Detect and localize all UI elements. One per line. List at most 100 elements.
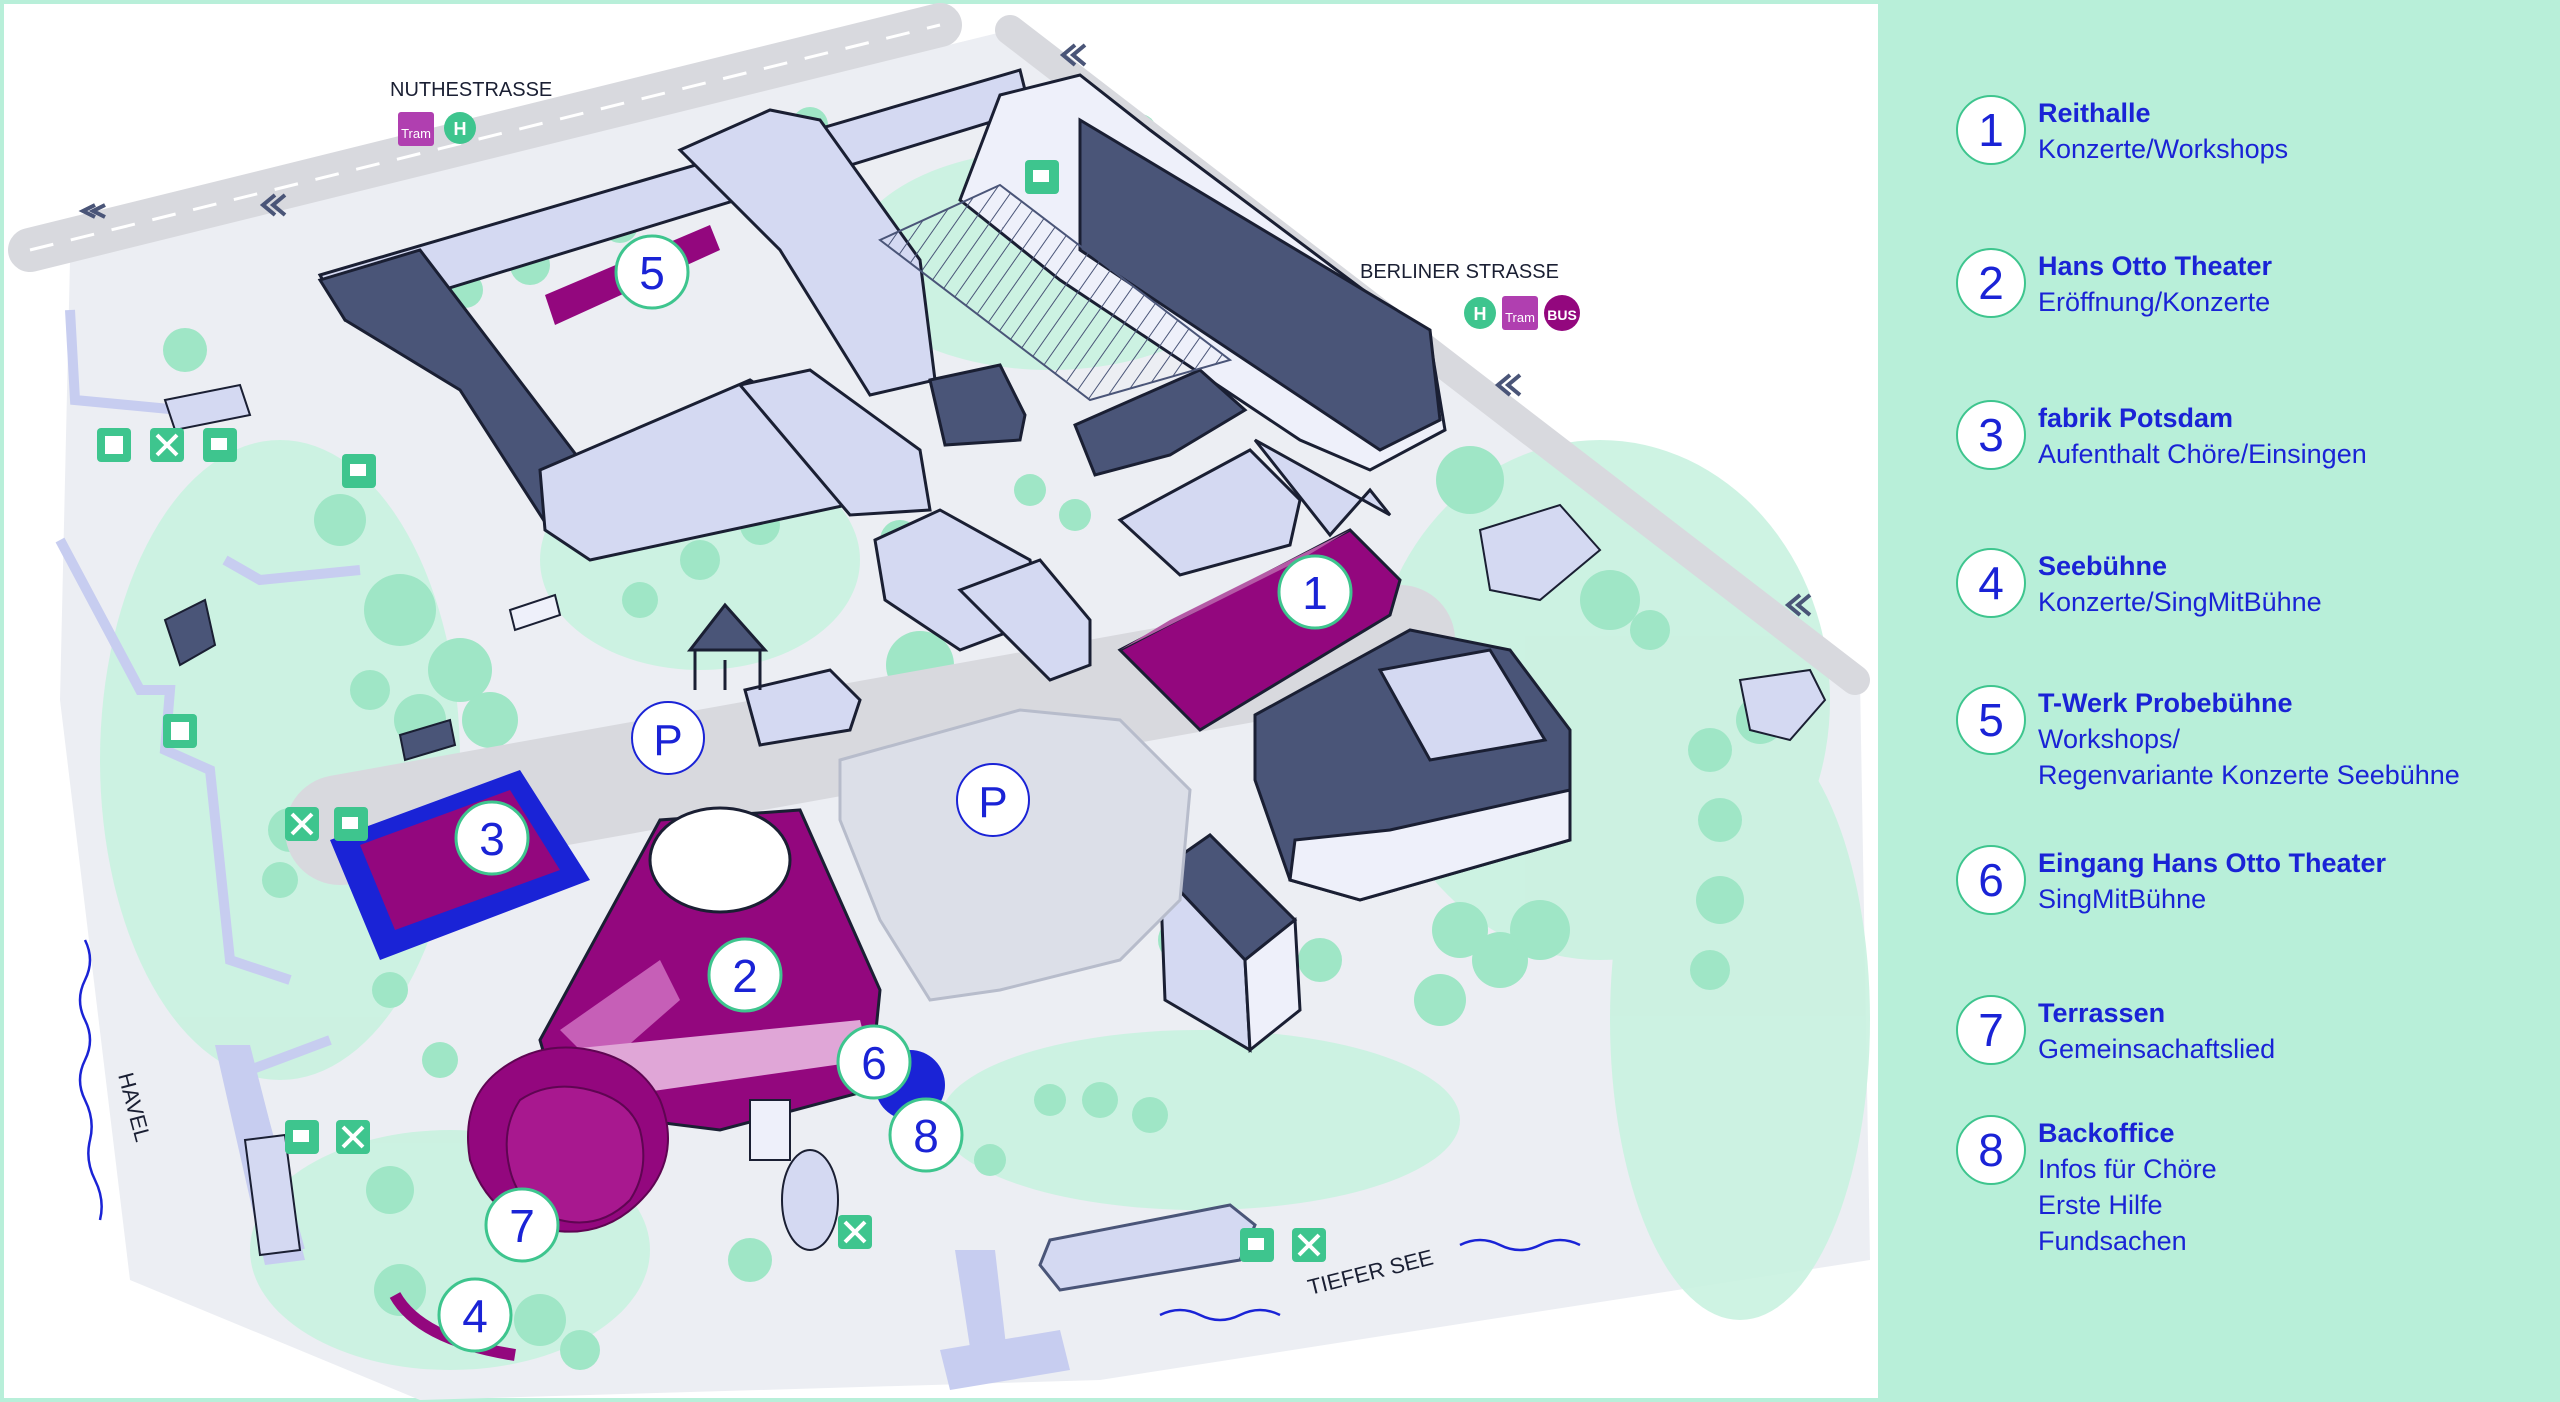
legend-description: Regenvariante Konzerte Seebühne [2038,760,2460,790]
south-tower [1157,833,1302,1053]
seebuehne-stage [389,1291,516,1361]
legend-number-badge: 4 [1956,548,2026,618]
bus-badge [1544,295,1580,331]
stop-h-badge [1464,297,1496,329]
cafe-icon [285,1120,319,1154]
north-buildings [317,68,1447,747]
glass-tower [749,1099,839,1251]
site-map: NUTHESTRASSE BERLINER STRASSE HAVEL TIEF… [0,0,1882,1402]
tram-badge [398,112,434,146]
east-building [1253,628,1572,902]
parking-structure [838,708,1192,1002]
restaurant-icon [336,1120,370,1154]
stop-h-label: H [1474,304,1487,324]
water-lines [78,939,1581,1322]
bus-badge-label: BUS [1547,307,1577,323]
terraces [467,1046,669,1233]
legend-title: Backoffice [2038,1118,2175,1148]
location-marker-1[interactable]: 1 [1277,554,1353,630]
legend-title: Terrassen [2038,998,2166,1028]
legend-number-badge: 3 [1956,400,2026,470]
tram-badge [1502,296,1538,330]
street-label-north: NUTHESTRASSE [390,79,552,101]
location-marker-4[interactable]: 4 [437,1277,513,1353]
legend-description: Konzerte/SingMitBühne [2038,587,2322,617]
tram-badge-label: Tram [401,126,431,141]
legend-number-badge: 8 [1956,1115,2026,1185]
stop-h-label: H [454,119,467,139]
location-marker-3[interactable]: 3 [454,800,530,876]
legend-title: Seebühne [2038,551,2168,581]
courtyard-hatched [878,183,1233,402]
legend-description: SingMitBühne [2038,884,2207,914]
legend-description: Aufenthalt Chöre/Einsingen [2038,439,2367,469]
map-frame [0,0,1882,1402]
svg-text:5: 5 [639,247,665,299]
legend-description: Eröffnung/Konzerte [2038,287,2271,317]
bus-stop-icon [163,714,197,748]
legend-number-badge: 5 [1956,685,2026,755]
svg-text:1: 1 [1302,567,1328,619]
legend-description: Fundsachen [2038,1226,2187,1256]
legend-description: Workshops/ [2038,724,2181,754]
transit-badges-north: Tram H [398,112,476,146]
road-chevrons [78,43,1812,617]
transit-badges-east: H Tram BUS [1464,295,1580,331]
svg-text:2: 2 [732,950,758,1002]
pavilion [686,602,769,690]
svg-text:6: 6 [861,1037,887,1089]
legend-title: Reithalle [2038,98,2151,128]
legend-number-badge: 2 [1956,248,2026,318]
parking-marker[interactable]: P [631,701,705,775]
cafe-icon [203,428,237,462]
legend-title: fabrik Potsdam [2038,403,2234,433]
restaurant-icon [1292,1228,1326,1262]
legend-number-badge: 1 [1956,95,2026,165]
location-marker-2[interactable]: 2 [707,937,783,1013]
svg-text:3: 3 [479,813,505,865]
location-marker-5[interactable]: 5 [614,234,690,310]
legend-number-badge: 6 [1956,845,2026,915]
location-marker-8[interactable]: 8 [888,1097,964,1173]
street-label-east: BERLINER STRASSE [1360,261,1559,283]
cafe-icon [1240,1228,1274,1262]
misc-buildings [163,383,1827,1257]
svg-text:8: 8 [913,1110,939,1162]
legend-number-badge: 7 [1956,995,2026,1065]
svg-text:7: 7 [509,1200,535,1252]
parking-marker[interactable]: P [956,763,1030,837]
restaurant-icon [150,428,184,462]
parking-label: P [978,778,1007,827]
svg-text:4: 4 [462,1290,488,1342]
cafe-icon [334,807,368,841]
legend-description: Konzerte/Workshops [2038,134,2289,164]
location-marker-7[interactable]: 7 [484,1187,560,1263]
legend-title: Eingang Hans Otto Theater [2038,848,2387,878]
amenity-icons [97,160,1326,1262]
parking-label: P [653,716,682,765]
location-marker-6[interactable]: 6 [836,1024,912,1100]
legend-title: Hans Otto Theater [2038,251,2273,281]
legend-description: Erste Hilfe [2038,1190,2163,1220]
legend-description: Gemeinsachaftslied [2038,1034,2276,1064]
legend-description: Infos für Chöre [2038,1154,2217,1184]
cafe-icon [342,454,376,488]
